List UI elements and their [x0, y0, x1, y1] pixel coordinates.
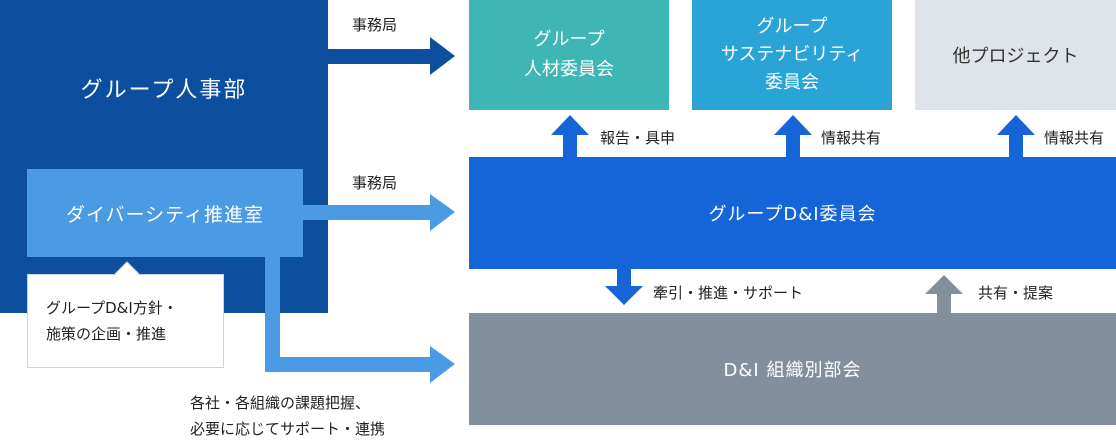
dni-subcommittee: D&I 組織別部会 [469, 313, 1116, 425]
sustainability-committee: グループ サステナビリティ 委員会 [692, 0, 892, 110]
share-info-label-1: 情報共有 [821, 129, 882, 147]
secretariat-arrow-mid-head [430, 194, 455, 231]
diversity-promotion-office: ダイバーシティ推進室 [27, 169, 303, 257]
group-hr-department: グループ人事部 [0, 0, 328, 313]
talent-committee: グループ 人材委員会 [469, 0, 669, 110]
secretariat-arrow-top-head [430, 37, 455, 75]
lead-arrow-head [605, 286, 643, 305]
secretariat-arrow-mid-shaft [303, 205, 433, 220]
diversity-office-title: ダイバーシティ推進室 [65, 203, 265, 226]
group-dni-committee-title: グループD&I委員会 [708, 204, 877, 225]
group-hr-title: グループ人事部 [80, 78, 248, 103]
report-arrow-shaft [563, 134, 577, 157]
support-arrow-head [430, 346, 455, 383]
bottom-note-line-2: 必要に応じてサポート・連携 [190, 420, 386, 438]
other-projects: 他プロジェクト [915, 0, 1116, 110]
group-dni-committee: グループD&I委員会 [469, 157, 1116, 269]
lead-label: 牽引・推進・サポート [653, 284, 804, 302]
callout-line-2: 施策の企画・推進 [46, 325, 167, 343]
share-arrow-2-head [997, 115, 1035, 135]
talent-committee-line-2: 人材委員会 [524, 59, 614, 80]
support-arrow-vertical [265, 257, 280, 372]
propose-arrow-shaft [937, 293, 951, 313]
talent-committee-line-1: グループ [533, 29, 605, 50]
share-info-label-2: 情報共有 [1044, 129, 1105, 147]
support-arrow-horizontal [265, 357, 433, 372]
secretariat-label-top: 事務局 [352, 16, 398, 34]
sustainability-committee-line-1: グループ [756, 16, 828, 37]
other-projects-title: 他プロジェクト [952, 46, 1079, 67]
report-label: 報告・具申 [600, 129, 676, 147]
share-propose-label: 共有・提案 [978, 284, 1054, 302]
callout-line-1: グループD&I方針・ [46, 299, 178, 317]
lead-arrow-shaft [617, 269, 631, 287]
dni-subcommittee-title: D&I 組織別部会 [723, 360, 862, 381]
share-arrow-2-shaft [1009, 134, 1023, 157]
sustainability-committee-line-3: 委員会 [765, 72, 819, 93]
secretariat-arrow-top-shaft [328, 49, 434, 64]
propose-arrow-head [925, 275, 963, 294]
secretariat-label-mid: 事務局 [352, 174, 398, 192]
sustainability-committee-line-2: サステナビリティ [720, 44, 864, 65]
callout-pointer [113, 261, 141, 275]
share-arrow-1-shaft [786, 134, 800, 157]
bottom-note-line-1: 各社・各組織の課題把握、 [190, 394, 371, 412]
share-arrow-1-head [774, 115, 812, 135]
